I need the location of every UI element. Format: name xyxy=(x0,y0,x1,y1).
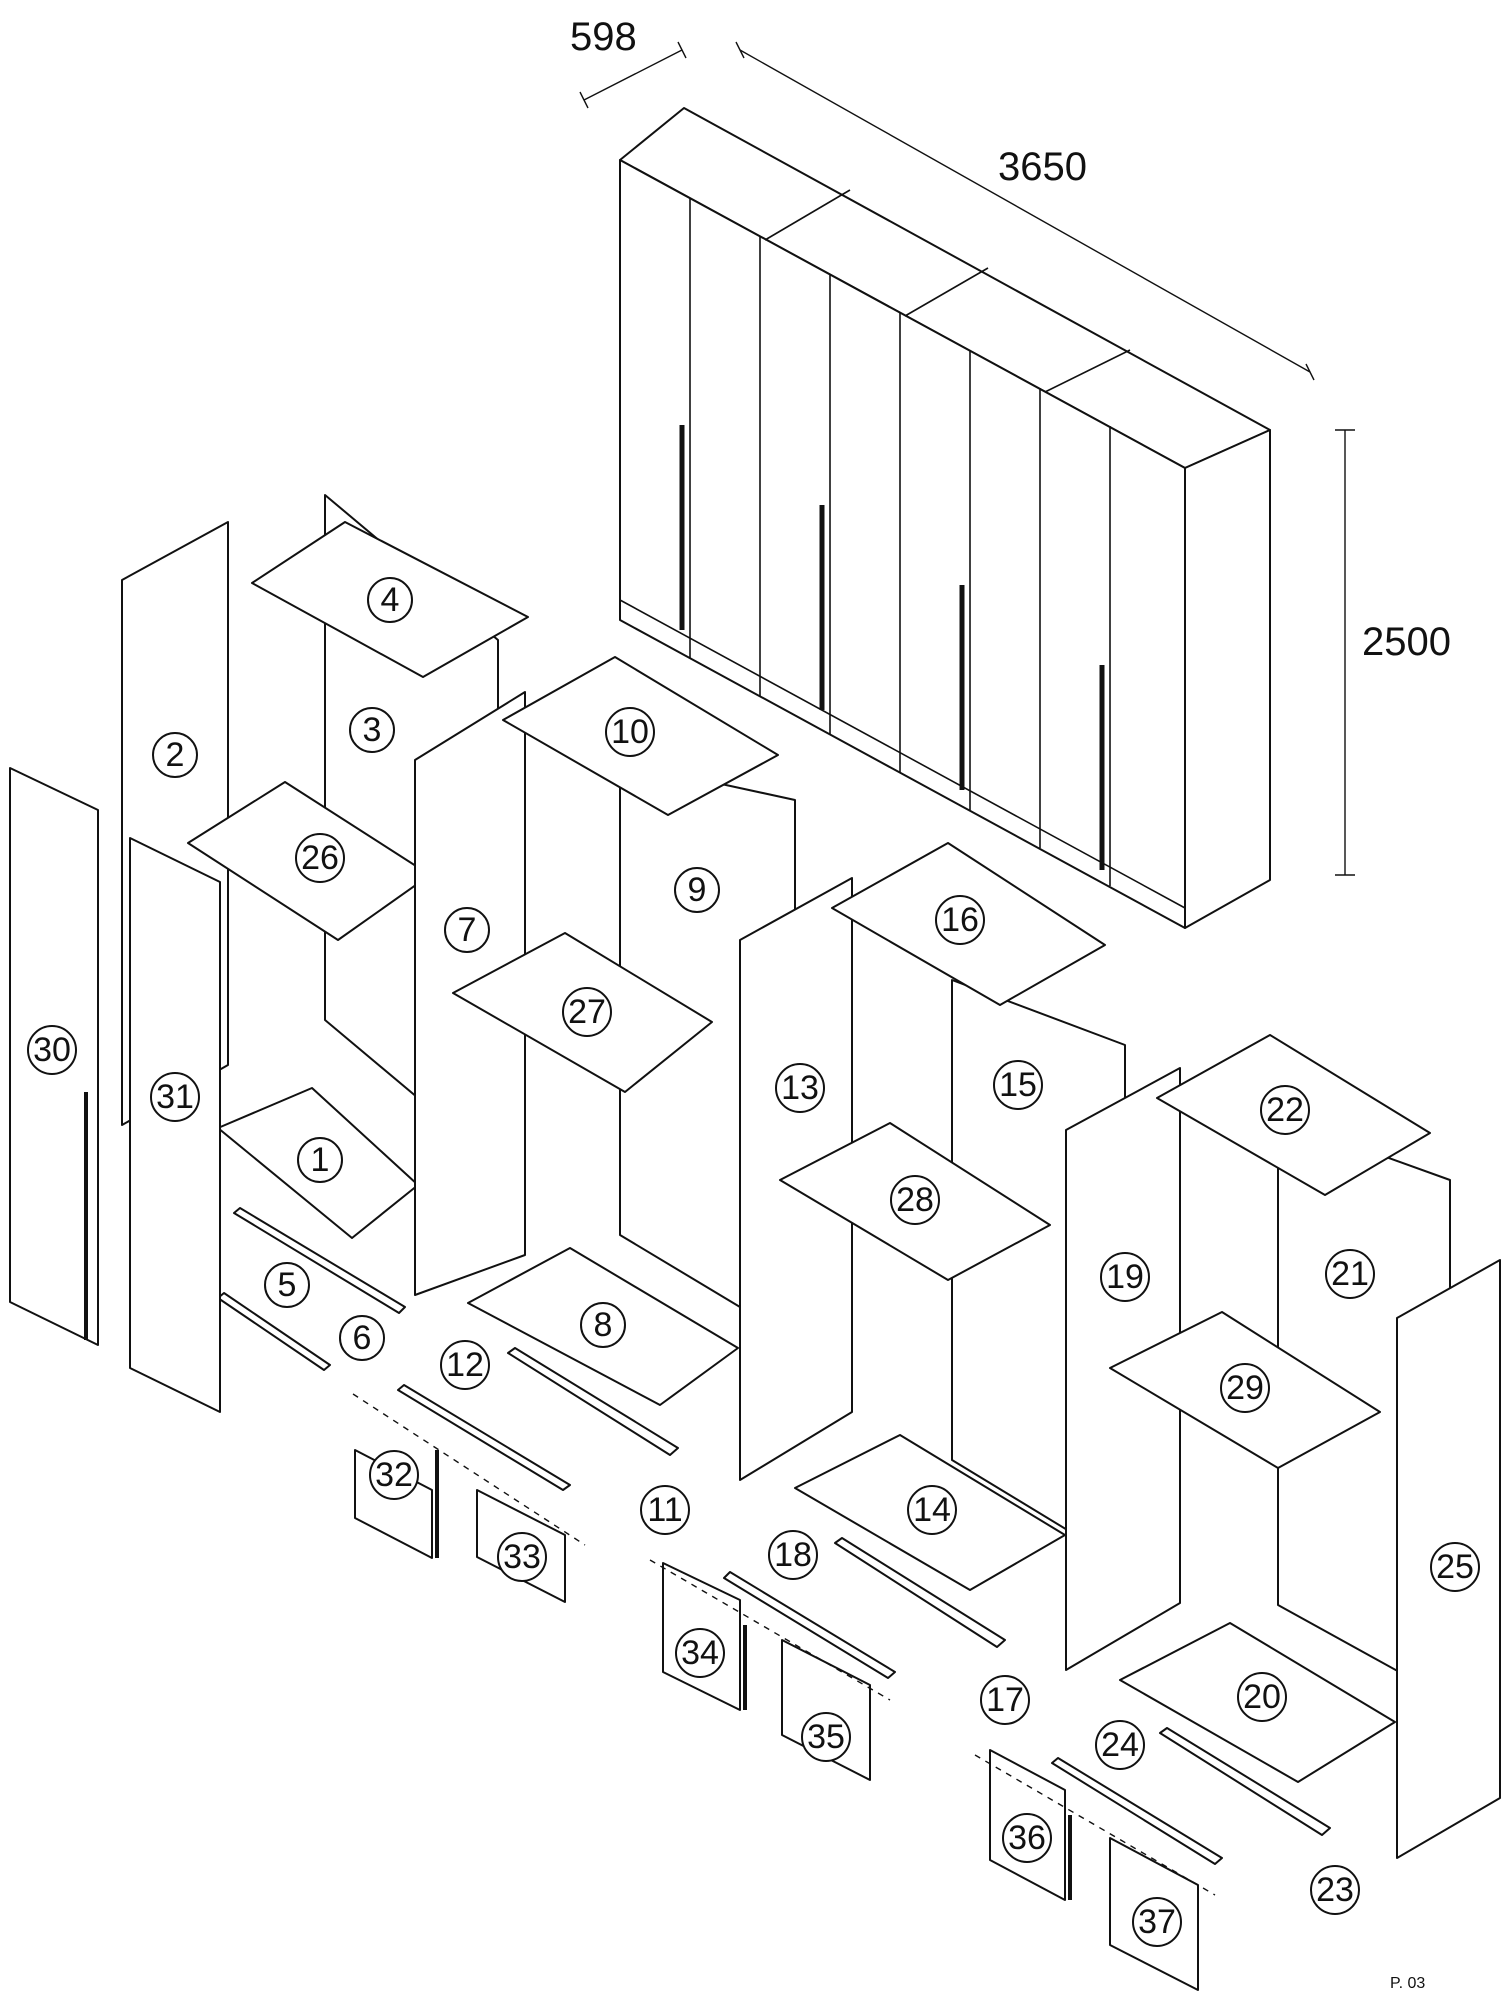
rail-6 xyxy=(217,1292,331,1371)
svg-text:16: 16 xyxy=(941,901,979,939)
part-label-37: 37 xyxy=(1132,1897,1182,1947)
rail-5 xyxy=(233,1207,406,1314)
svg-text:8: 8 xyxy=(594,1306,613,1344)
svg-text:11: 11 xyxy=(647,1491,682,1529)
page-number: P. 03 xyxy=(1390,1975,1425,1992)
rail-12 xyxy=(397,1384,571,1491)
part-label-34: 34 xyxy=(675,1628,725,1678)
svg-text:17: 17 xyxy=(986,1681,1024,1719)
part-label-17: 17 xyxy=(980,1675,1030,1725)
part-label-20: 20 xyxy=(1237,1672,1287,1722)
part-label-29: 29 xyxy=(1220,1363,1270,1413)
svg-text:25: 25 xyxy=(1436,1548,1474,1586)
rail-24 xyxy=(1051,1757,1223,1865)
part-label-11: 11 xyxy=(640,1485,690,1535)
svg-text:20: 20 xyxy=(1243,1678,1281,1716)
height-dimension: 2500 xyxy=(1362,620,1451,664)
part-label-27: 27 xyxy=(562,987,612,1037)
svg-text:10: 10 xyxy=(611,713,649,751)
part-label-19: 19 xyxy=(1100,1252,1150,1302)
part-label-21: 21 xyxy=(1325,1249,1375,1299)
svg-text:29: 29 xyxy=(1226,1369,1264,1407)
svg-text:35: 35 xyxy=(807,1718,845,1756)
part-label-2: 2 xyxy=(152,732,198,778)
part-label-31: 31 xyxy=(150,1072,200,1122)
svg-text:3: 3 xyxy=(363,711,382,749)
rail-18 xyxy=(723,1571,896,1679)
svg-text:2: 2 xyxy=(166,736,185,774)
part-label-33: 33 xyxy=(497,1532,547,1582)
svg-text:13: 13 xyxy=(781,1069,819,1107)
part-label-4: 4 xyxy=(367,577,413,623)
svg-text:28: 28 xyxy=(896,1181,934,1219)
part-label-5: 5 xyxy=(264,1262,310,1308)
width-dimension: 3650 xyxy=(998,145,1087,189)
part-label-22: 22 xyxy=(1260,1085,1310,1135)
part-label-7: 7 xyxy=(444,907,490,953)
svg-text:9: 9 xyxy=(688,871,707,909)
part-label-30: 30 xyxy=(27,1025,77,1075)
part-label-15: 15 xyxy=(993,1060,1043,1110)
rail-11 xyxy=(507,1347,679,1456)
part-label-10: 10 xyxy=(605,707,655,757)
svg-text:26: 26 xyxy=(301,839,339,877)
rail-17 xyxy=(834,1537,1006,1648)
part-label-26: 26 xyxy=(295,833,345,883)
svg-text:30: 30 xyxy=(33,1031,71,1069)
svg-text:32: 32 xyxy=(375,1456,413,1494)
svg-text:5: 5 xyxy=(278,1266,297,1304)
rail-23 xyxy=(1159,1727,1331,1836)
svg-text:14: 14 xyxy=(913,1491,951,1529)
svg-text:33: 33 xyxy=(503,1538,541,1576)
part-label-1: 1 xyxy=(297,1137,343,1183)
svg-text:23: 23 xyxy=(1316,1871,1354,1909)
part-label-16: 16 xyxy=(935,895,985,945)
part-label-3: 3 xyxy=(349,707,395,753)
assembled-wardrobe xyxy=(619,107,1271,929)
svg-text:27: 27 xyxy=(568,993,606,1031)
svg-text:6: 6 xyxy=(353,1319,372,1357)
part-label-9: 9 xyxy=(674,867,720,913)
svg-text:22: 22 xyxy=(1266,1091,1304,1129)
svg-text:18: 18 xyxy=(774,1536,812,1574)
cabinet-3-parts xyxy=(649,842,1181,1781)
depth-dimension: 598 xyxy=(570,15,637,59)
svg-text:31: 31 xyxy=(156,1078,194,1116)
part-label-35: 35 xyxy=(801,1712,851,1762)
part-label-32: 32 xyxy=(369,1450,419,1500)
part-label-13: 13 xyxy=(775,1063,825,1113)
door-31 xyxy=(129,837,221,1413)
dimension-lines xyxy=(579,41,1355,876)
svg-text:36: 36 xyxy=(1008,1819,1046,1857)
part-label-23: 23 xyxy=(1310,1865,1360,1915)
svg-text:15: 15 xyxy=(999,1066,1037,1104)
part-label-36: 36 xyxy=(1002,1813,1052,1863)
svg-text:19: 19 xyxy=(1106,1258,1144,1296)
part-label-8: 8 xyxy=(580,1302,626,1348)
svg-text:4: 4 xyxy=(381,581,400,619)
part-label-14: 14 xyxy=(907,1485,957,1535)
part-label-12: 12 xyxy=(440,1340,490,1390)
svg-text:21: 21 xyxy=(1331,1255,1369,1293)
part-label-6: 6 xyxy=(339,1315,385,1361)
svg-text:34: 34 xyxy=(681,1634,719,1672)
part-label-25: 25 xyxy=(1430,1542,1480,1592)
part-label-24: 24 xyxy=(1095,1720,1145,1770)
svg-text:24: 24 xyxy=(1101,1726,1139,1764)
part-label-18: 18 xyxy=(768,1530,818,1580)
svg-text:7: 7 xyxy=(458,911,477,949)
svg-text:1: 1 xyxy=(311,1141,330,1179)
svg-text:12: 12 xyxy=(446,1346,484,1384)
part-label-28: 28 xyxy=(890,1175,940,1225)
svg-text:37: 37 xyxy=(1138,1903,1176,1941)
